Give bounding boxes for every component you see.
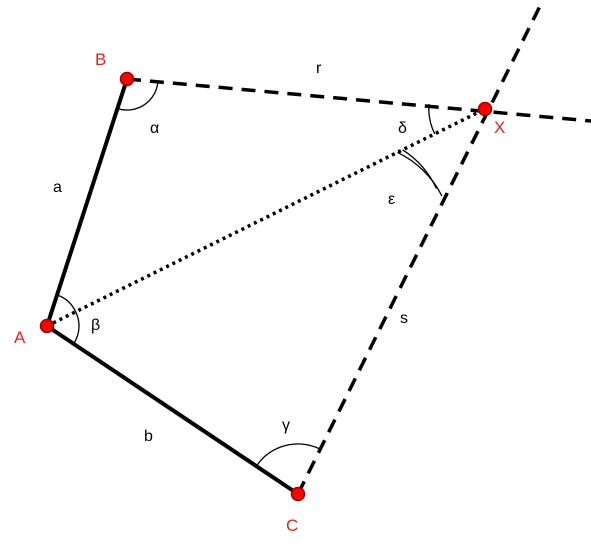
angle-epsilon-label: ε — [388, 191, 395, 208]
side-b-line — [45, 324, 300, 496]
side-a-label: a — [53, 179, 62, 196]
line-s-dashed — [296, 0, 545, 495]
angle-gamma-arc — [255, 443, 321, 467]
side-a-line — [45, 77, 129, 328]
angle-alpha-label: α — [150, 120, 159, 137]
side-b-label: b — [144, 428, 153, 445]
angle-beta-arc — [56, 294, 77, 313]
line-r-dashed — [126, 77, 591, 123]
angle-delta-label: δ — [398, 120, 407, 137]
angle-alpha-arc — [117, 81, 159, 111]
point-x-marker — [477, 101, 493, 117]
angle-epsilon-arc-inner — [402, 149, 437, 189]
point-c-label: C — [286, 516, 298, 535]
angle-epsilon-arc-outer — [397, 151, 443, 197]
angle-beta-arc-2 — [73, 311, 80, 345]
point-a-marker — [39, 318, 55, 334]
angle-delta-arc — [428, 103, 436, 135]
point-x-label: X — [494, 118, 505, 137]
angle-gamma-label: γ — [282, 417, 290, 434]
angle-beta-label: β — [91, 317, 100, 334]
point-b-marker — [119, 71, 135, 87]
side-s-label: s — [400, 310, 408, 327]
point-a-label: A — [14, 328, 26, 347]
side-r-label: r — [316, 60, 322, 77]
point-b-label: B — [95, 50, 106, 69]
diagonal-ax-dotted — [46, 107, 486, 328]
point-c-marker — [290, 486, 306, 502]
